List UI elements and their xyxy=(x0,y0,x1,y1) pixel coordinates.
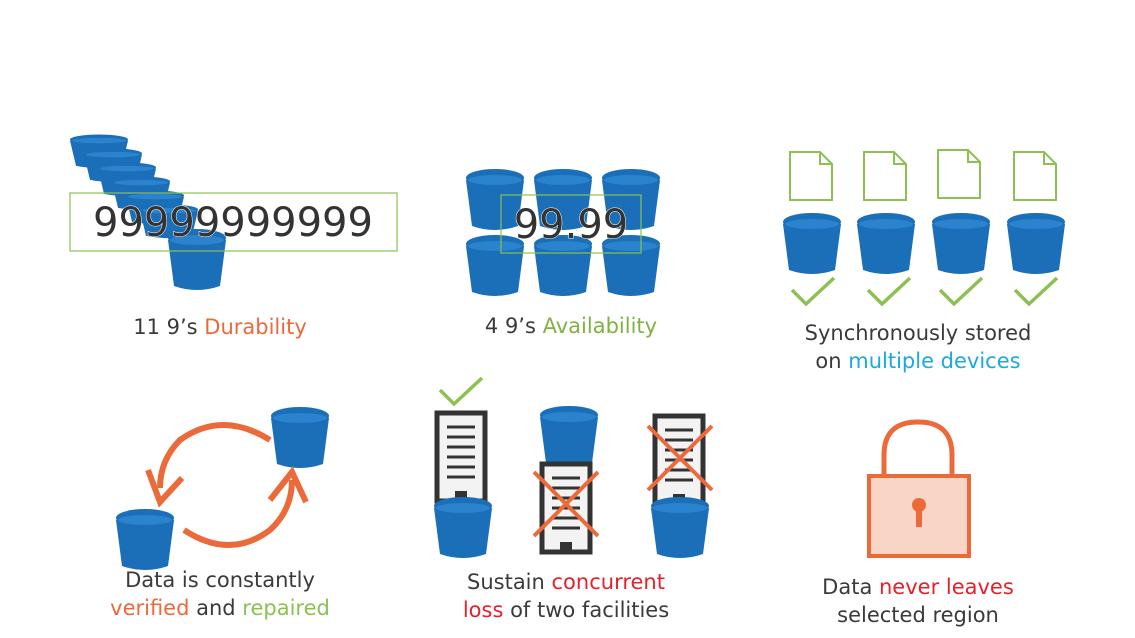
sustain-line2-suffix: of two facilities xyxy=(503,598,670,622)
sustain-line2-highlight: loss xyxy=(462,598,504,622)
checkmark-icon xyxy=(1013,276,1059,306)
bucket-icon xyxy=(857,213,915,274)
region-caption-line1: Data never leaves xyxy=(788,573,1048,601)
bucket-icon xyxy=(271,407,329,468)
sustain-caption: Sustain concurrent loss of two facilitie… xyxy=(426,568,706,624)
sync-caption-line2-prefix: on xyxy=(815,349,849,373)
checkmark-icon xyxy=(938,276,984,306)
availability-caption: 4 9’s Availability xyxy=(451,312,691,340)
region-caption: Data never leaves selected region xyxy=(788,573,1048,629)
sustain-line1-highlight: concurrent xyxy=(551,570,665,594)
cycle-arrows-icon xyxy=(145,422,309,548)
region-line1-highlight: never leaves xyxy=(879,575,1014,599)
durability-caption: 11 9’s Durability xyxy=(100,313,340,341)
durability-number-frame xyxy=(69,192,398,252)
sustain-line1-prefix: Sustain xyxy=(467,570,552,594)
bucket-icon xyxy=(783,213,841,274)
verify-connector: and xyxy=(189,596,243,620)
region-caption-line2: selected region xyxy=(837,603,999,627)
verify-word1: verified xyxy=(110,596,190,620)
bucket-icon xyxy=(434,497,492,558)
verify-repair-cycle xyxy=(116,407,329,570)
sync-caption-line2: on multiple devices xyxy=(778,347,1058,375)
sustain-caption-line1: Sustain concurrent xyxy=(426,568,706,596)
document-icon xyxy=(937,149,981,199)
building-icon xyxy=(437,413,485,501)
sync-caption-line1: Synchronously stored xyxy=(804,321,1032,345)
bucket-icon xyxy=(1007,213,1065,274)
verify-word2: repaired xyxy=(242,596,330,620)
document-icon xyxy=(789,151,833,201)
durability-caption-prefix: 11 9’s xyxy=(133,315,205,339)
region-line1-prefix: Data xyxy=(822,575,879,599)
availability-number-frame xyxy=(500,194,642,254)
availability-caption-highlight: Availability xyxy=(542,314,658,338)
durability-number: 99999999999 xyxy=(93,200,373,246)
durability-caption-highlight: Durability xyxy=(204,315,307,339)
bucket-icon xyxy=(932,213,990,274)
bucket-icon xyxy=(651,497,709,558)
padlock-icon xyxy=(867,419,971,558)
document-icon xyxy=(1013,151,1057,201)
checkmark-icon xyxy=(790,276,836,306)
document-icon xyxy=(863,151,907,201)
verify-caption: Data is constantly verified and repaired xyxy=(90,566,350,622)
sync-devices xyxy=(783,149,1065,306)
checkmark-icon xyxy=(438,376,484,406)
verify-caption-line2: verified and repaired xyxy=(90,594,350,622)
availability-number: 99.99 xyxy=(514,202,629,248)
availability-caption-prefix: 4 9’s xyxy=(484,314,543,338)
verify-caption-line1: Data is constantly xyxy=(125,568,315,592)
bucket-icon xyxy=(116,509,174,570)
checkmark-icon xyxy=(866,276,912,306)
sustain-caption-line2: loss of two facilities xyxy=(426,596,706,624)
facilities xyxy=(434,376,714,558)
sync-caption-line2-highlight: multiple devices xyxy=(848,349,1021,373)
bucket-icon xyxy=(540,406,598,467)
building-icon xyxy=(542,464,590,552)
sync-caption: Synchronously stored on multiple devices xyxy=(778,319,1058,375)
